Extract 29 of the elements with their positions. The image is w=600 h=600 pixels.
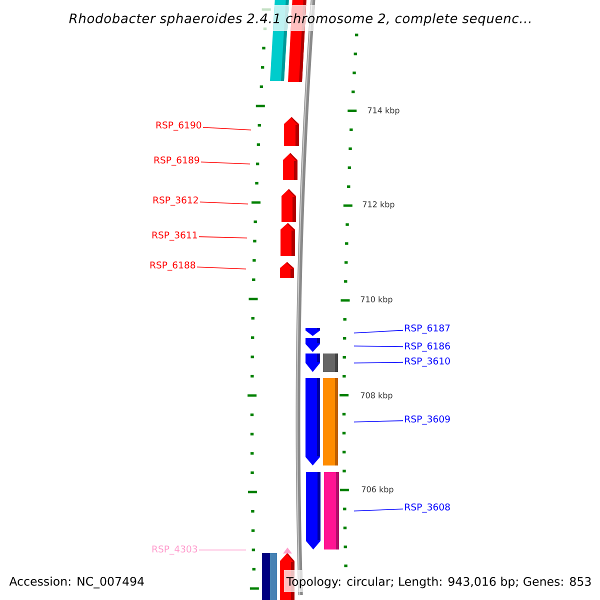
leader-line (196, 266, 246, 270)
leader-line (200, 202, 248, 204)
scale-label: 712 kbp (362, 201, 394, 209)
gene-label: RSP_6187 (405, 324, 450, 334)
gene-label: RSP_3611 (152, 231, 197, 241)
gene-label: RSP_3610 (405, 357, 450, 367)
leader-line (354, 330, 404, 334)
leader-line (354, 420, 404, 422)
info-text: Accession: NC_007494 (9, 576, 144, 588)
gene-label: RSP_6186 (405, 342, 450, 352)
gene-label: RSP_6188 (150, 261, 196, 271)
title: Rhodobacter sphaeroides 2.4.1 chromosome 2, complete sequenc... (69, 13, 530, 26)
leader-line (354, 346, 404, 348)
leader-line (198, 236, 248, 238)
gene-label: RSP_4303 (152, 545, 198, 555)
leader-line (354, 508, 404, 512)
leader-line (200, 162, 250, 164)
scale-label: 708 kbp (360, 392, 392, 400)
scale-label: 710 kbp (360, 296, 392, 304)
scale-label: 706 kbp (362, 486, 394, 494)
leader-line (202, 126, 252, 130)
gene-label: RSP_3608 (405, 503, 450, 513)
gene-label: RSP_6189 (154, 156, 200, 166)
gene-label: RSP_3609 (405, 415, 450, 425)
gene-label: RSP_6190 (156, 121, 202, 131)
gene-label: RSP_3612 (153, 196, 198, 206)
leader-line (354, 362, 404, 364)
scale-label: 714 kbp (368, 107, 400, 115)
info-text: Topology: circular; Length: 943,016 bp; Genes: 853 (286, 576, 591, 588)
